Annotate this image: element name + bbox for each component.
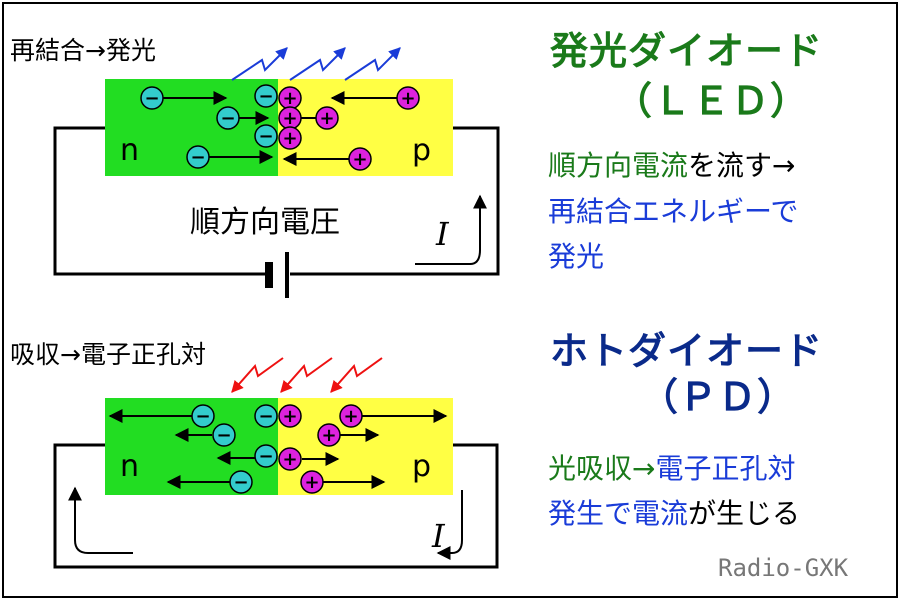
electron-icon: − <box>216 106 240 130</box>
hole-icon: + <box>339 404 363 428</box>
svg-text:+: + <box>304 472 319 493</box>
hole-icon: + <box>300 470 324 494</box>
led-abbrev: （ＬＥＤ） <box>614 79 810 123</box>
pd-current-arrow <box>436 490 463 560</box>
hole-icon: + <box>278 404 302 428</box>
pd-description-line1: 光吸収→電子正孔対 <box>548 455 795 483</box>
led-n-label: n <box>120 133 140 168</box>
svg-text:+: + <box>319 108 334 129</box>
electron-icon: − <box>254 444 278 468</box>
absorbed-light-arrows <box>231 357 383 393</box>
electron-icon: − <box>254 84 278 108</box>
led-current-symbol: I <box>436 215 449 253</box>
svg-text:+: + <box>352 149 367 170</box>
electron-icon: − <box>254 404 278 428</box>
electron-icon: − <box>254 124 278 148</box>
led-desc-flow-text: を流す→ <box>688 149 796 182</box>
led-description-line3: 発光 <box>548 240 605 273</box>
svg-text:−: − <box>233 472 248 493</box>
led-p-label: p <box>412 133 432 168</box>
hole-icon: + <box>315 106 339 130</box>
pd-carrier-arrows <box>108 409 448 489</box>
emitted-light-arrows <box>231 47 401 81</box>
light-absorption-text: 光吸収→ <box>548 452 656 485</box>
led-description-line1: 順方向電流を流す→ <box>548 152 795 180</box>
electron-icon: − <box>229 470 253 494</box>
battery-positive-plate <box>285 252 289 298</box>
svg-text:+: + <box>321 425 336 446</box>
svg-text:+: + <box>400 88 415 109</box>
hole-icon: + <box>278 126 302 150</box>
watermark: Radio-GXK <box>718 554 849 582</box>
led-title: 発光ダイオード <box>550 29 824 73</box>
svg-text:+: + <box>282 88 297 109</box>
pd-title: ホトダイオード <box>550 329 824 373</box>
pd-process-label: 吸収→電子正孔対 <box>10 340 206 369</box>
svg-text:−: − <box>258 86 273 107</box>
led-carriers: −−−−−++++++ <box>140 84 420 171</box>
electron-icon: − <box>140 86 164 110</box>
svg-text:+: + <box>282 108 297 129</box>
hole-icon: + <box>396 86 420 110</box>
svg-text:−: − <box>258 446 273 467</box>
hole-icon: + <box>348 147 372 171</box>
svg-text:−: − <box>258 126 273 147</box>
led-description-line2: 再結合エネルギーで <box>548 195 799 228</box>
pd-circuit <box>53 443 499 569</box>
led-current-arrow <box>415 194 487 265</box>
pd-carriers: −−−−−+++++ <box>191 404 363 494</box>
pd-current-symbol: I <box>432 517 445 555</box>
forward-voltage-label: 順方向電圧 <box>190 205 340 240</box>
forward-current-text: 順方向電流 <box>548 149 689 182</box>
led-process-label: 再結合→発光 <box>10 36 156 65</box>
hole-icon: + <box>278 447 302 471</box>
svg-text:+: + <box>282 128 297 149</box>
pd-n-label: n <box>120 449 140 484</box>
pd-current-text: 電流 <box>632 497 689 530</box>
svg-text:−: − <box>216 425 231 446</box>
hole-icon: + <box>278 106 302 130</box>
svg-text:−: − <box>144 88 159 109</box>
electron-icon: − <box>191 404 215 428</box>
svg-text:−: − <box>258 406 273 427</box>
hole-icon: + <box>317 423 341 447</box>
svg-text:+: + <box>282 449 297 470</box>
pd-result-text: が生じる <box>688 497 801 530</box>
electron-hole-pair-text: 電子正孔対 <box>655 452 796 485</box>
pd-description-line2: 発生で電流が生じる <box>548 500 800 528</box>
pd-generation-text: 発生で <box>548 497 633 530</box>
hole-icon: + <box>278 86 302 110</box>
battery-negative-plate <box>265 262 273 288</box>
led-circuit <box>53 126 500 298</box>
pd-p-label: p <box>412 449 432 484</box>
pd-abbrev: （ＰＤ） <box>640 375 797 419</box>
svg-text:−: − <box>190 147 205 168</box>
svg-text:+: + <box>282 406 297 427</box>
electron-icon: − <box>212 423 236 447</box>
svg-text:−: − <box>195 406 210 427</box>
electron-icon: − <box>186 145 210 169</box>
svg-text:−: − <box>220 108 235 129</box>
pd-current-return-arrow <box>68 486 133 554</box>
svg-text:+: + <box>343 406 358 427</box>
